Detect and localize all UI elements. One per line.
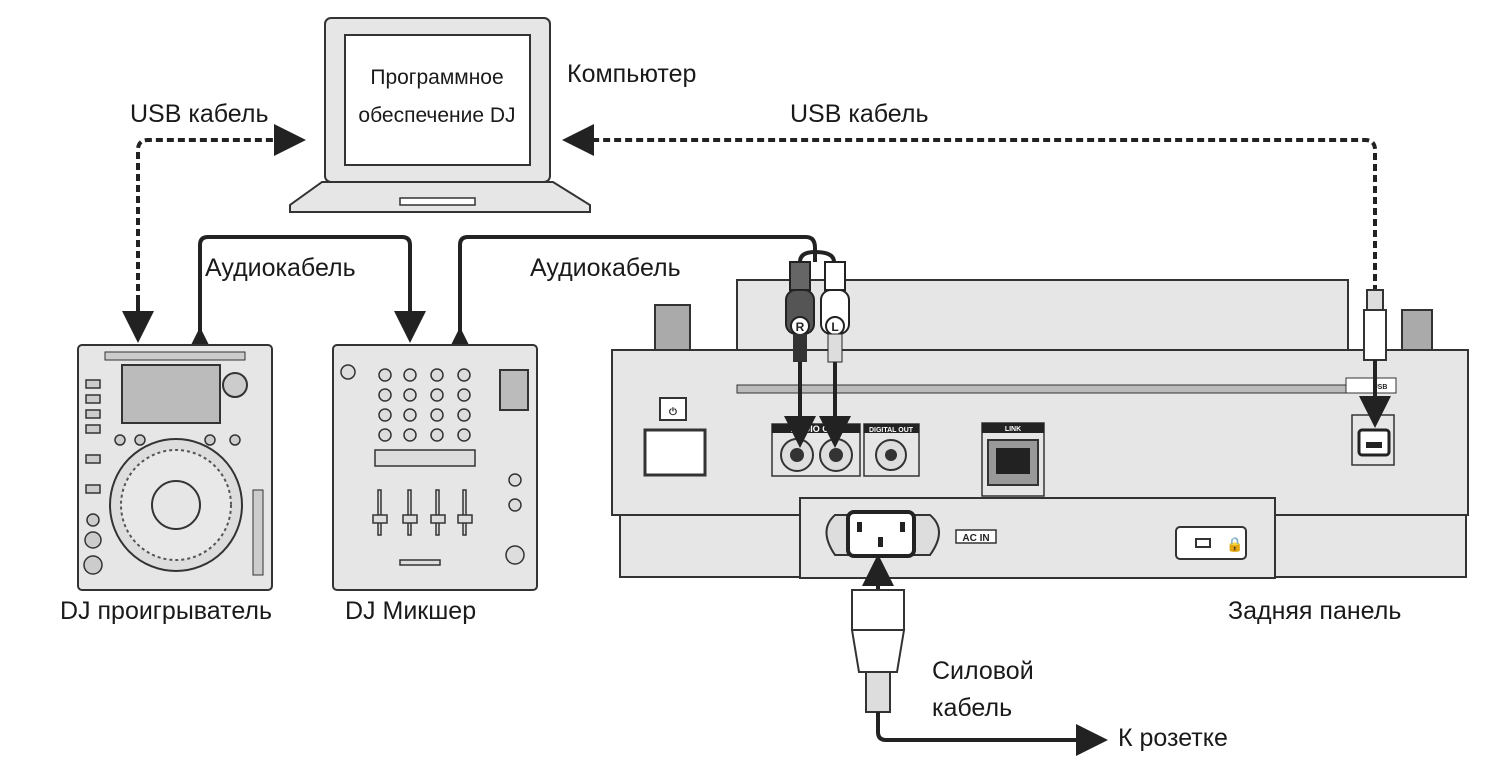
link-label: LINK (1005, 426, 1021, 433)
rca-plug-l: L (819, 261, 851, 448)
usb-cable-left (136, 124, 306, 335)
rear-panel: ⏻ AUDIO OUT DIGITAL OUT LINK AC IN 🔒 (611, 279, 1469, 579)
dj-mixer-label: DJ Микшер (345, 597, 476, 625)
power-icon: ⏻ (669, 406, 677, 418)
power-cord (850, 554, 1108, 756)
rca-plug-r: R (784, 261, 816, 448)
ac-in-label: AC IN (962, 533, 989, 544)
audio-cable-right (444, 235, 817, 359)
knob (654, 304, 691, 351)
usb-cable-left-label: USB кабель (130, 100, 268, 128)
laptop: Программное обеспечение DJ (289, 17, 591, 213)
dj-player-label: DJ проигрыватель (60, 597, 272, 625)
outlet-label: К розетке (1118, 724, 1228, 752)
dj-player (77, 344, 273, 591)
dj-mixer (332, 344, 538, 591)
power-button[interactable] (659, 397, 687, 421)
rear-panel-label: Задняя панель (1228, 597, 1401, 625)
audio-cable-right-label: Аудиокабель (530, 254, 681, 282)
usb-label: USB (1373, 384, 1388, 391)
lock-icon: 🔒 (1226, 536, 1243, 553)
power-cable-label-line1: Силовой (932, 657, 1034, 685)
audio-out-label: AUDIO OUT (791, 424, 842, 434)
audio-cable-left-label: Аудиокабель (205, 254, 356, 282)
screen-text-line1: Программное (370, 66, 503, 89)
ac-inlet[interactable] (846, 510, 916, 558)
rca-r-label: R (796, 320, 805, 334)
usb-plug (1359, 289, 1391, 428)
usb-cable-right-label: USB кабель (790, 100, 928, 128)
power-cable-label-line2: кабель (932, 694, 1012, 722)
usb-cable-right (562, 124, 1377, 292)
screen-text-line2: обеспечение DJ (358, 104, 515, 127)
audio-cable-left (184, 235, 426, 359)
rca-l-label: L (831, 320, 838, 334)
digital-out-label: DIGITAL OUT (869, 427, 914, 434)
computer-label: Компьютер (567, 60, 696, 88)
